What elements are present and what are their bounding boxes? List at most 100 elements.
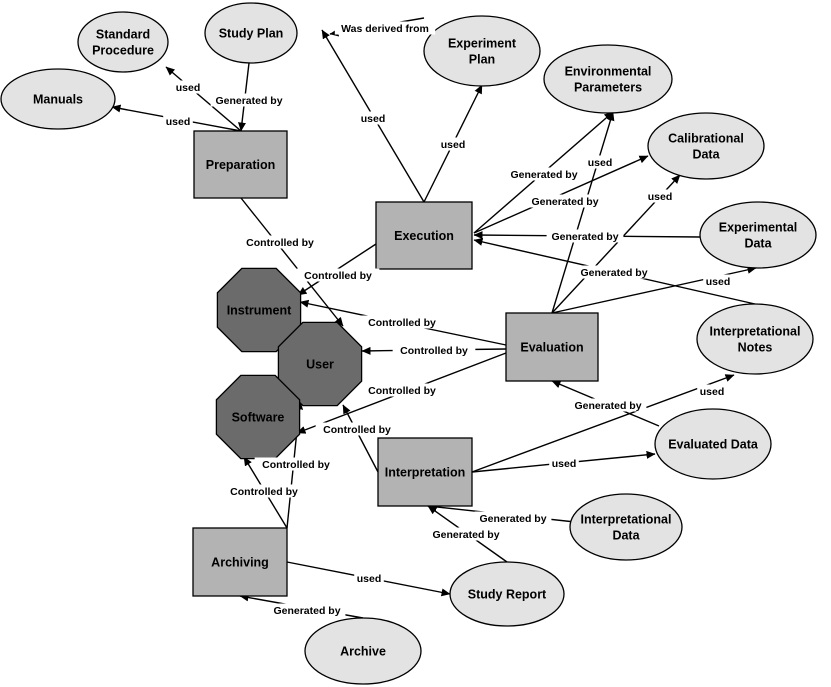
user-agent: User	[277, 321, 363, 407]
instrument-shape	[216, 267, 302, 353]
experiment-plan-derived-from-study-plan-label-background	[334, 21, 436, 35]
calibrational-data-label-line-1: Calibrational	[668, 132, 744, 146]
prep-controlled-by-user-edge	[240, 197, 344, 327]
interpretational-notes-label-line-1: Interpretational	[710, 325, 801, 339]
archiving-controlled-by-user-label-background	[254, 457, 338, 471]
study-plan-generated-by-prep-label-background	[210, 93, 288, 107]
eval-used-exp-data-label-background	[703, 274, 733, 288]
environmental-parameters-shape	[543, 44, 673, 114]
experiment-plan-label-line-2: Plan	[469, 53, 495, 67]
instrument-agent: Instrument	[216, 267, 302, 353]
standard-procedure-shape	[77, 11, 169, 73]
archiving-label-line-1: Archiving	[211, 556, 269, 570]
eval-used-env-params-label-background	[585, 155, 615, 169]
interpretational-notes-shape	[696, 303, 814, 375]
interp-used-evaluated-data-label: used	[552, 458, 577, 470]
interp-used-interp-notes-edge	[471, 374, 735, 473]
env-params-generated-by-exec-label-background	[505, 167, 583, 181]
software-agent: Software	[215, 374, 301, 460]
experiment-plan-shape	[423, 15, 541, 87]
exp-data-generated-by-exec-label-background	[546, 229, 624, 243]
interp-notes-generated-by-exec-label-background	[575, 265, 653, 279]
study-plan-shape	[204, 2, 298, 64]
interp-used-interp-notes-label-background	[697, 384, 727, 398]
exec-used-experiment-plan-label: used	[441, 139, 466, 151]
calib-data-generated-by-exec-label-background	[526, 194, 604, 208]
interp-used-evaluated-data-label-background	[549, 456, 579, 470]
exec-used-study-plan-label-background	[358, 111, 388, 125]
calibrational-data-shape	[647, 112, 765, 180]
study-plan-label-line-1: Study Plan	[219, 27, 284, 41]
preparation-label-line-1: Preparation	[206, 158, 275, 172]
eval-used-env-params-edge	[551, 111, 615, 314]
archive-shape	[304, 617, 422, 685]
study-report-shape	[449, 561, 565, 627]
interpretational-data-label-line-2: Data	[612, 529, 640, 543]
archiving-controlled-by-user-label: Controlled by	[262, 459, 330, 471]
eval-controlled-by-user-label: Controlled by	[400, 345, 468, 357]
standard-procedure-label-line-2: Procedure	[92, 44, 154, 58]
prep-used-standard-procedure-edge	[165, 66, 242, 132]
experiment-plan-label-line-1: Experiment	[448, 37, 517, 51]
user-shape	[277, 321, 363, 407]
interp-data-generated-by-interp-label-background	[474, 511, 552, 525]
user-label-line-1: User	[306, 358, 334, 372]
manuals-entity: Manuals	[0, 68, 116, 130]
calib-data-generated-by-exec-label: Generated by	[531, 196, 598, 208]
eval-controlled-by-instrument-label: Controlled by	[368, 317, 436, 329]
interp-controlled-by-user-edge	[342, 404, 379, 473]
archiving-used-study-report-label-background	[354, 571, 384, 585]
study-plan-generated-by-prep-label: Generated by	[215, 95, 282, 107]
eval-used-env-params-label: used	[588, 157, 613, 169]
experimental-data-label-line-1: Experimental	[719, 221, 798, 235]
eval-used-calib-data-label-background	[645, 189, 675, 203]
study-plan-entity: Study Plan	[204, 2, 298, 64]
exec-used-study-plan-label: used	[361, 113, 386, 125]
eval-used-calib-data-label: used	[648, 191, 673, 203]
interpretation-shape	[377, 437, 473, 507]
study-report-label-line-1: Study Report	[468, 588, 547, 602]
environmental-parameters-label-line-1: Environmental	[565, 65, 652, 79]
prep-used-standard-procedure-label: used	[176, 82, 201, 94]
execution-activity: Execution	[375, 201, 473, 270]
prep-used-manuals-label-background	[163, 114, 193, 128]
eval-controlled-by-software-label-background	[360, 383, 444, 397]
interpretation-activity: Interpretation	[377, 437, 473, 507]
preparation-activity: Preparation	[193, 130, 288, 199]
interp-controlled-by-user-label-background	[315, 422, 399, 436]
interpretational-data-label-line-1: Interpretational	[581, 513, 672, 527]
eval-controlled-by-instrument-label-background	[360, 315, 444, 329]
evaluated-data-label-line-1: Evaluated Data	[668, 438, 759, 452]
exec-controlled-by-instrument-label: Controlled by	[304, 270, 372, 282]
software-label-line-1: Software	[232, 411, 285, 425]
instrument-label-line-1: Instrument	[227, 304, 292, 318]
interpretational-data-shape	[569, 493, 683, 561]
archiving-activity: Archiving	[192, 527, 288, 597]
interp-data-generated-by-interp-label: Generated by	[479, 513, 546, 525]
archive-entity: Archive	[304, 617, 422, 685]
evaluated-data-shape	[654, 408, 772, 480]
environmental-parameters-label-line-2: Parameters	[574, 81, 642, 95]
interp-used-interp-notes-label: used	[700, 386, 725, 398]
eval-used-exp-data-label: used	[706, 276, 731, 288]
experimental-data-shape	[699, 201, 817, 269]
study-report-generated-by-interp-label: Generated by	[432, 529, 499, 541]
experimental-data-label-line-2: Data	[744, 237, 772, 251]
study-report-entity: Study Report	[449, 561, 565, 627]
study-report-generated-by-interp-label-background	[427, 527, 505, 541]
archiving-used-study-report-label: used	[357, 573, 382, 585]
archiving-shape	[192, 527, 288, 597]
interp-controlled-by-user-label: Controlled by	[323, 424, 391, 436]
exec-controlled-by-instrument-label-background	[296, 268, 380, 282]
standard-procedure-label-line-1: Standard	[96, 28, 150, 42]
preparation-shape	[193, 130, 288, 199]
eval-controlled-by-user-label-background	[392, 343, 476, 357]
